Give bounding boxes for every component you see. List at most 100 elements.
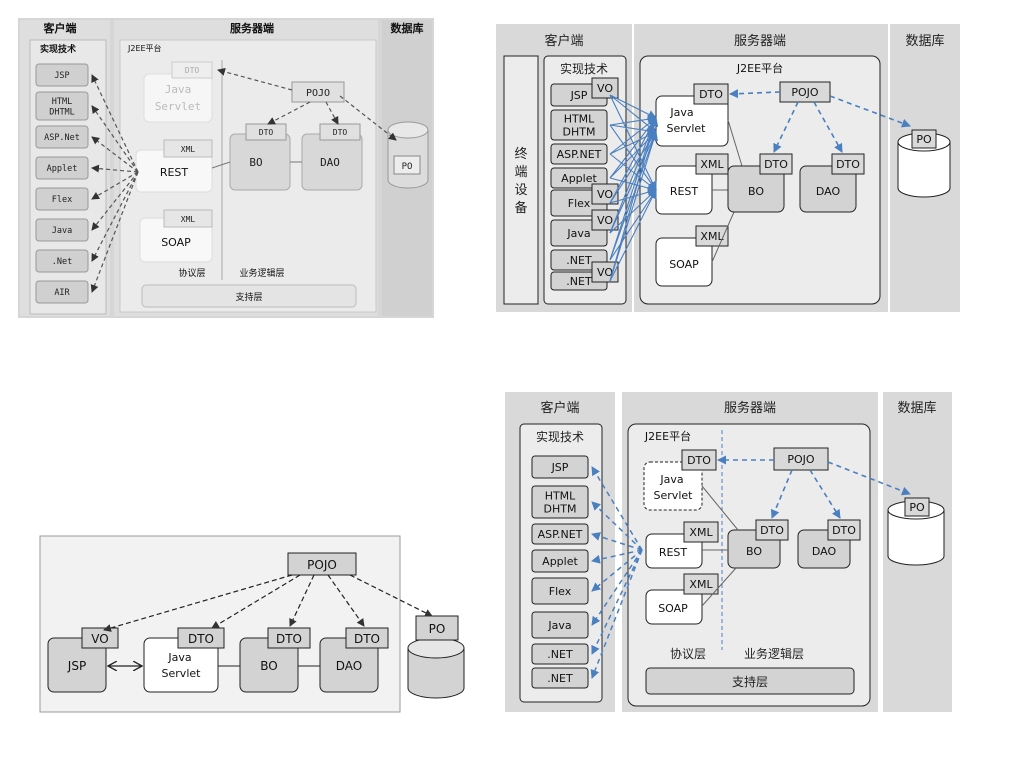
d4-connectors bbox=[701, 485, 739, 607]
d2-servlet-dto-tag bbox=[693, 83, 729, 105]
d2-pojo-label: POJO bbox=[791, 86, 819, 99]
d1-client-box bbox=[35, 218, 89, 242]
d2-servlet-dto-label: DTO bbox=[699, 88, 723, 101]
d2-db-header: 数据库 bbox=[905, 33, 944, 49]
d1-dao-dto-tag bbox=[319, 123, 361, 141]
d2-bo-dto-tag bbox=[759, 153, 793, 175]
d4-support-layer bbox=[645, 667, 855, 695]
d4-client-box bbox=[531, 667, 589, 689]
d4-client-label: .NET bbox=[547, 672, 573, 685]
d3-vo-tag bbox=[81, 627, 119, 649]
d3-bo-dto-tag bbox=[267, 627, 311, 649]
d2-client-label: .NET bbox=[566, 254, 592, 267]
d3-servlet-label-1: Java bbox=[167, 651, 191, 664]
d3-pojo-box bbox=[287, 552, 357, 576]
d1-client-arrow bbox=[91, 136, 139, 173]
d2-client-arrow bbox=[609, 131, 658, 261]
d2-rest-xml-label: XML bbox=[700, 158, 724, 171]
d4-client-box bbox=[531, 577, 589, 605]
d1-client-arrow bbox=[91, 74, 139, 173]
d4-pojo-arrows bbox=[717, 455, 911, 519]
d1-server-header: 服务器端 bbox=[230, 21, 274, 35]
d1-rest-bo-link bbox=[211, 161, 231, 169]
d2-bo-box bbox=[727, 165, 785, 213]
d1-po-database: PO bbox=[387, 121, 429, 189]
d4-rest-label: REST bbox=[659, 546, 688, 559]
d4-po-database: PO bbox=[887, 497, 945, 566]
d2-vo-tag bbox=[591, 77, 619, 99]
d4-support-layer-label: 支持层 bbox=[732, 674, 768, 689]
d1-client-box bbox=[35, 187, 89, 211]
d4-platform-label: J2EE平台 bbox=[644, 429, 691, 443]
d4-java-servlet-box bbox=[643, 461, 703, 511]
d3-pojo-label: POJO bbox=[307, 558, 337, 572]
d3-jsp-box bbox=[47, 637, 107, 693]
d3-dao-label: DAO bbox=[336, 659, 362, 673]
d4-rest-xml-label: XML bbox=[689, 526, 713, 539]
d1-dao-label: DAO bbox=[320, 156, 340, 169]
d4-client-label: Applet bbox=[542, 555, 578, 568]
d1-client-arrow bbox=[91, 171, 139, 262]
d3-servlet-label-2: Servlet bbox=[162, 667, 202, 680]
diagram-4: 客户端 服务器端 数据库 实现技术 JSPHTMLDHTMASP.NETAppl… bbox=[505, 392, 952, 712]
d2-servlet-label-1: Java bbox=[669, 106, 693, 119]
d2-client-label: JSP bbox=[570, 89, 588, 102]
d4-soap-label: SOAP bbox=[658, 602, 688, 615]
d1-platform-label: J2EE平台 bbox=[127, 43, 162, 53]
d4-client-arrow bbox=[591, 549, 643, 626]
d2-client-box bbox=[550, 167, 608, 189]
d2-client-label: Flex bbox=[568, 197, 591, 210]
d2-po-database: PO bbox=[897, 129, 951, 198]
d4-pojo-label: POJO bbox=[787, 453, 815, 466]
d1-bo-dto-tag bbox=[245, 123, 287, 141]
d4-impl-tech-label: 实现技术 bbox=[536, 429, 584, 444]
d1-client-arrows bbox=[90, 74, 139, 293]
d2-terminal-char: 备 bbox=[514, 200, 527, 216]
d4-bo-dto-tag bbox=[755, 519, 789, 541]
d2-client-label: DHTM bbox=[563, 125, 596, 138]
d4-client-arrow bbox=[591, 549, 643, 655]
d4-client-label: JSP bbox=[551, 461, 569, 474]
d4-protocol-layer-label: 协议层 bbox=[670, 646, 706, 661]
d2-terminal-char: 端 bbox=[514, 165, 527, 180]
d1-soap-xml-tag bbox=[163, 209, 213, 228]
d4-dao-label: DAO bbox=[812, 545, 837, 558]
d3-vo-label: VO bbox=[91, 632, 108, 646]
d2-terminal-device bbox=[503, 55, 539, 305]
d4-client-label: HTML bbox=[545, 489, 576, 502]
d4-client-box bbox=[531, 611, 589, 639]
d4-client-label: Flex bbox=[549, 585, 572, 598]
d4-servlet-label-2: Servlet bbox=[654, 489, 694, 502]
d2-rest-label: REST bbox=[670, 185, 699, 198]
d1-business-layer-label: 业务逻辑层 bbox=[239, 267, 284, 279]
d4-db-header: 数据库 bbox=[897, 400, 936, 416]
d4-client-header: 客户端 bbox=[540, 400, 579, 416]
d1-client-label: Java bbox=[52, 226, 72, 236]
d2-client-arrow bbox=[609, 189, 657, 261]
d1-client-label: DHTML bbox=[49, 107, 75, 117]
d4-rest-xml-tag bbox=[683, 521, 719, 543]
d1-client-label: HTML bbox=[52, 97, 72, 107]
d2-client-label: Applet bbox=[561, 172, 597, 185]
d2-bo-label: BO bbox=[748, 185, 764, 198]
d2-client-arrow bbox=[609, 94, 657, 119]
d1-protocol-layer-label: 协议层 bbox=[178, 267, 205, 279]
d4-client-label: .NET bbox=[547, 648, 573, 661]
d2-client-arrow bbox=[609, 117, 658, 234]
d2-servlet-label-2: Servlet bbox=[667, 122, 707, 135]
d2-bo-dto-label: DTO bbox=[764, 158, 788, 171]
d4-servlet-dto-label: DTO bbox=[687, 454, 711, 467]
d4-dao-dto-label: DTO bbox=[832, 524, 856, 537]
d1-client-label: AIR bbox=[54, 288, 70, 298]
d2-impl-tech-label: 实现技术 bbox=[560, 61, 608, 76]
d4-client-label: Java bbox=[547, 619, 571, 632]
d2-client-box bbox=[550, 143, 608, 165]
d1-arrows bbox=[217, 67, 397, 141]
d2-vo-label: VO bbox=[597, 266, 613, 279]
d2-terminal-char: 终 bbox=[514, 146, 527, 162]
d1-servlet-label-2: Servlet bbox=[155, 100, 201, 113]
d4-business-layer-label: 业务逻辑层 bbox=[744, 646, 804, 661]
d2-client-arrow bbox=[609, 189, 657, 282]
